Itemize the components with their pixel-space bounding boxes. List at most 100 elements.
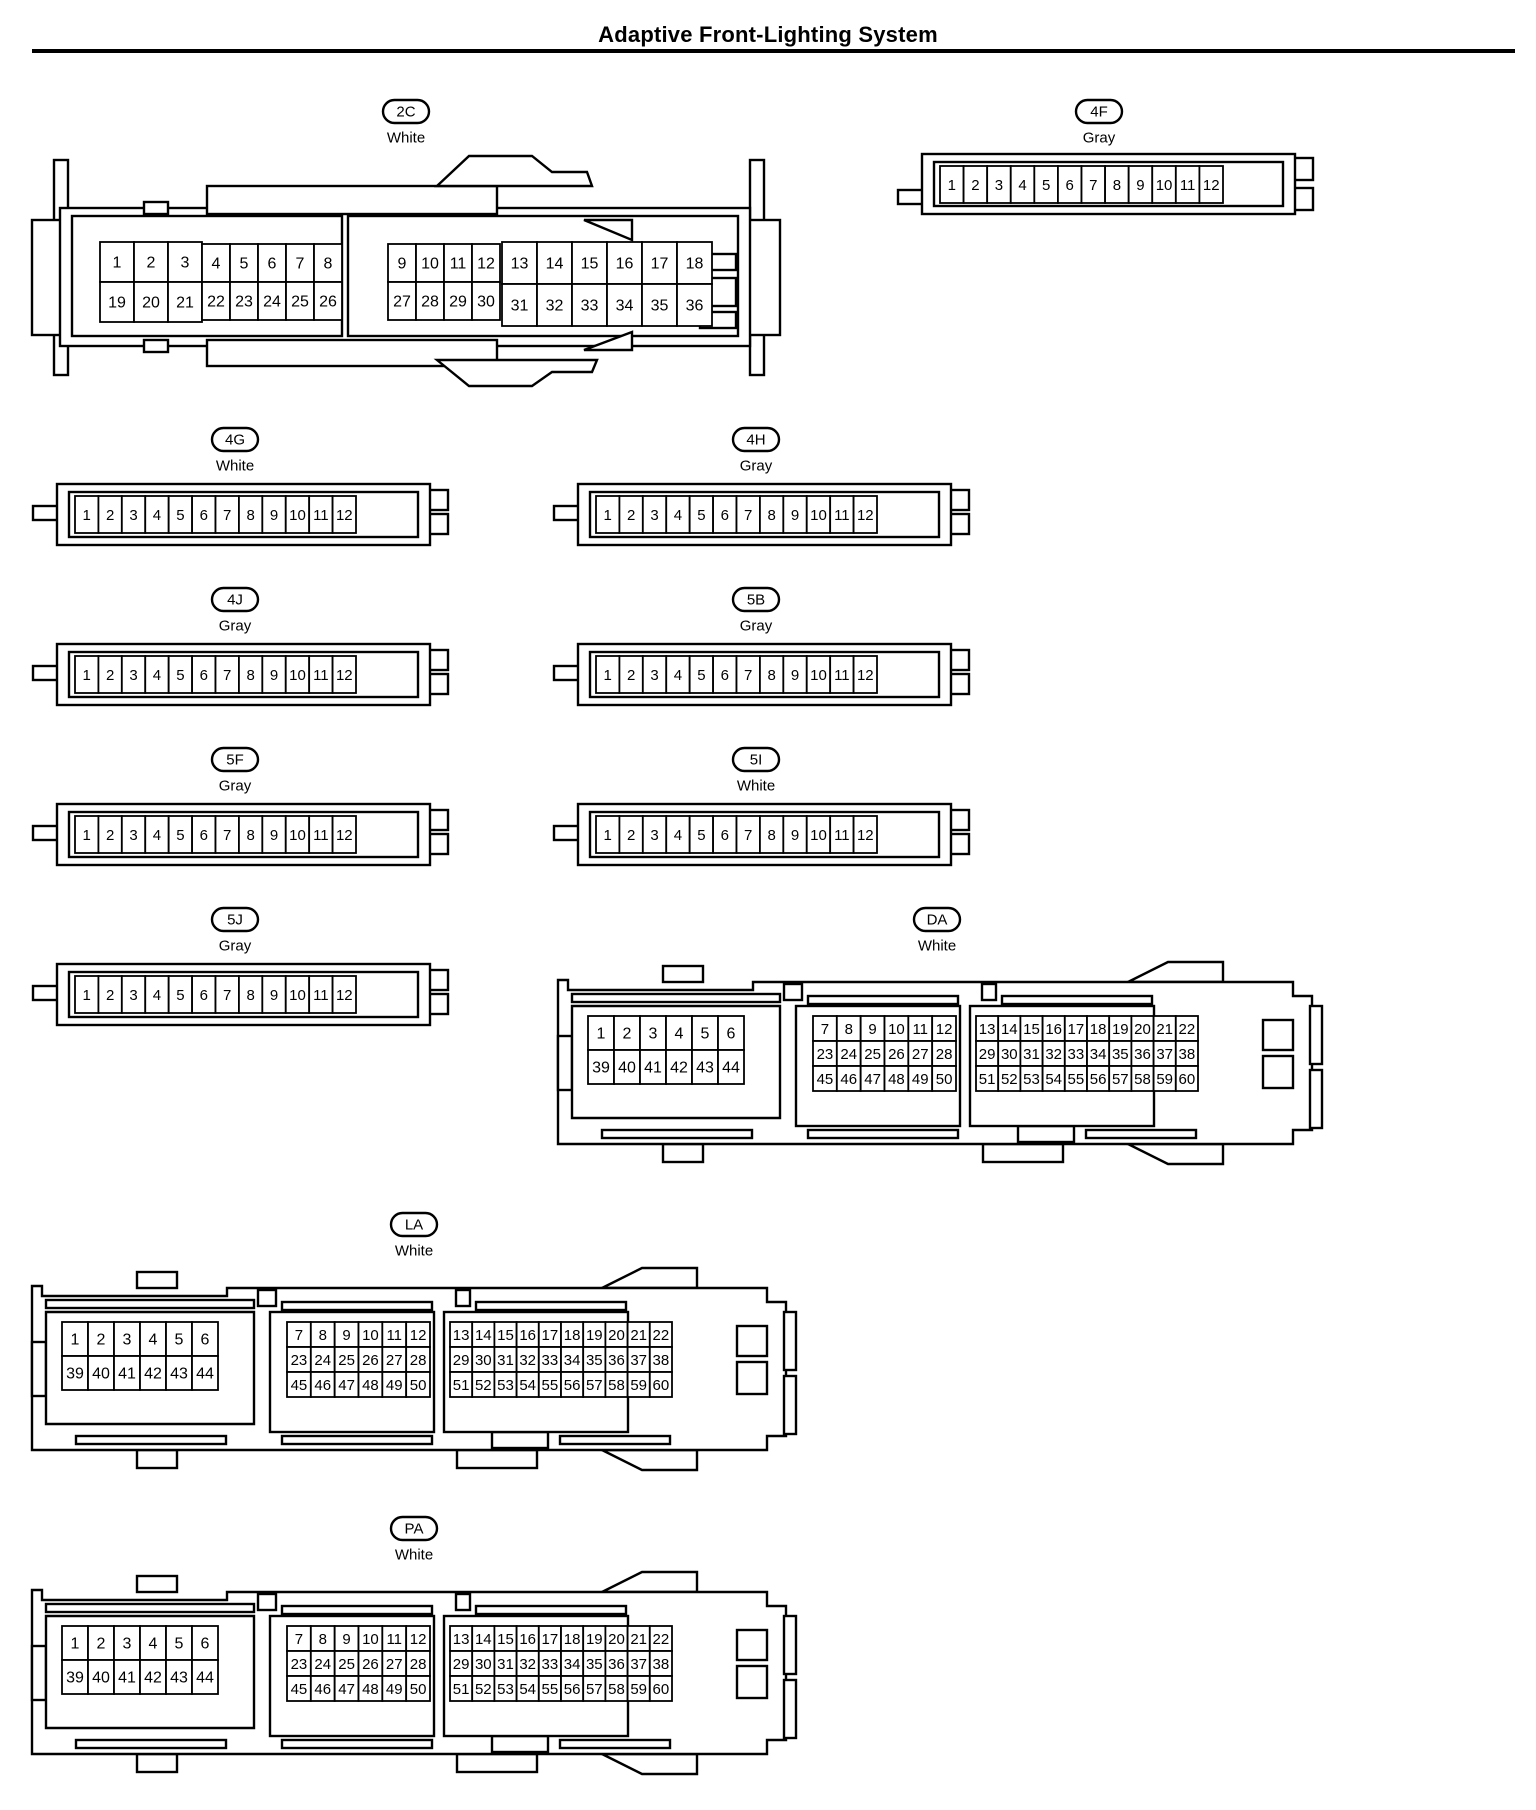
pin-cell	[639, 1015, 667, 1051]
connector-foot	[135, 1448, 179, 1470]
connector-color-label: White	[395, 1547, 433, 1564]
pin-label: 57	[586, 1681, 603, 1698]
pin-label: 47	[864, 1071, 881, 1088]
pin-label: 30	[475, 1656, 492, 1673]
pin-label: 9	[270, 827, 278, 844]
pin-label: 27	[912, 1046, 929, 1063]
pin-label: 2	[623, 1026, 632, 1043]
connector-id-badge	[912, 906, 962, 933]
connector-foot	[455, 1448, 539, 1470]
pin-cell	[676, 283, 713, 327]
pin-cell	[139, 1625, 167, 1661]
pin-label: 37	[630, 1656, 647, 1673]
pin-label: 40	[92, 1670, 110, 1687]
pin-cell	[639, 1049, 667, 1085]
pin-label: 21	[1156, 1021, 1173, 1038]
pin-label: 47	[338, 1681, 355, 1698]
pin-label: 3	[995, 177, 1003, 194]
pin-cell	[191, 1355, 219, 1391]
pin-label: 7	[1089, 177, 1097, 194]
pin-label: 1	[83, 827, 91, 844]
connector-latch	[142, 338, 170, 354]
connector-foot	[661, 1142, 705, 1164]
pin-label: 49	[912, 1071, 929, 1088]
pin-label: 5	[175, 1636, 184, 1653]
pin-cell	[165, 1321, 193, 1357]
pin-label: 21	[630, 1631, 647, 1648]
pin-label: 6	[721, 507, 729, 524]
pin-label: 43	[170, 1670, 188, 1687]
connector-color-label: Gray	[219, 618, 252, 635]
pin-label: 8	[1113, 177, 1121, 194]
connector-id-label: 4H	[746, 432, 765, 449]
pin-label: 40	[92, 1366, 110, 1383]
connector-id-badge	[389, 1515, 439, 1542]
pin-label: 60	[1179, 1071, 1196, 1088]
pin-label: 31	[497, 1352, 514, 1369]
pin-label: 11	[386, 1327, 402, 1344]
pin-label: 1	[113, 255, 122, 272]
connector-id-label: PA	[405, 1521, 424, 1538]
pin-label: 3	[123, 1332, 132, 1349]
connector-caption-pa: PA White	[389, 1515, 439, 1564]
pin-label: 59	[630, 1377, 647, 1394]
pin-label: 14	[1001, 1021, 1018, 1038]
pin-label: 4	[153, 667, 161, 684]
pin-label: 27	[386, 1656, 403, 1673]
connector-tab	[31, 984, 61, 1002]
pin-label: 57	[586, 1377, 603, 1394]
connector-latch	[661, 964, 705, 984]
pin-cell	[443, 281, 473, 321]
pin-label: 8	[246, 667, 254, 684]
connector-slot	[74, 1738, 228, 1750]
pin-label: 10	[362, 1327, 379, 1344]
pin-label: 42	[144, 1670, 162, 1687]
pin-label: 23	[235, 294, 253, 311]
pin-label: 16	[519, 1327, 536, 1344]
pin-label: 52	[475, 1377, 492, 1394]
connector-color-label: White	[216, 458, 254, 475]
pin-label: 17	[542, 1327, 559, 1344]
pin-label: 56	[564, 1681, 581, 1698]
pin-label: 6	[200, 987, 208, 1004]
pin-label: 6	[721, 667, 729, 684]
pin-cell	[99, 281, 135, 323]
pin-label: 37	[1156, 1046, 1173, 1063]
connector-id-badge	[210, 906, 260, 933]
connector-id-label: 5J	[227, 912, 243, 929]
connector-foot	[455, 1752, 539, 1774]
pin-label: 10	[1156, 177, 1173, 194]
pin-label: 5	[176, 507, 184, 524]
pin-label: 10	[289, 507, 306, 524]
pin-label: 48	[888, 1071, 905, 1088]
pin-label: 25	[338, 1352, 355, 1369]
pin-cell	[931, 1065, 957, 1092]
pin-label: 4	[212, 256, 221, 273]
connector-slot	[1000, 994, 1154, 1006]
pin-label: 49	[386, 1681, 403, 1698]
pin-label: 35	[651, 298, 669, 315]
pin-label: 23	[291, 1656, 308, 1673]
pin-label: 22	[207, 294, 225, 311]
pin-label: 34	[1090, 1046, 1107, 1063]
pin-label: 8	[319, 1631, 327, 1648]
pin-cell	[471, 281, 501, 321]
connector-foot	[981, 1142, 1065, 1164]
pin-label: 19	[108, 295, 126, 312]
pin-label: 32	[519, 1352, 536, 1369]
pin-label: 21	[176, 295, 194, 312]
pin-label: 56	[564, 1377, 581, 1394]
pin-label: 26	[362, 1352, 379, 1369]
pin-label: 2	[106, 667, 114, 684]
pin-label: 2	[971, 177, 979, 194]
pin-label: 12	[336, 987, 353, 1004]
pin-label: 19	[1112, 1021, 1129, 1038]
pin-label: 5	[697, 827, 705, 844]
pin-label: 13	[511, 256, 529, 273]
